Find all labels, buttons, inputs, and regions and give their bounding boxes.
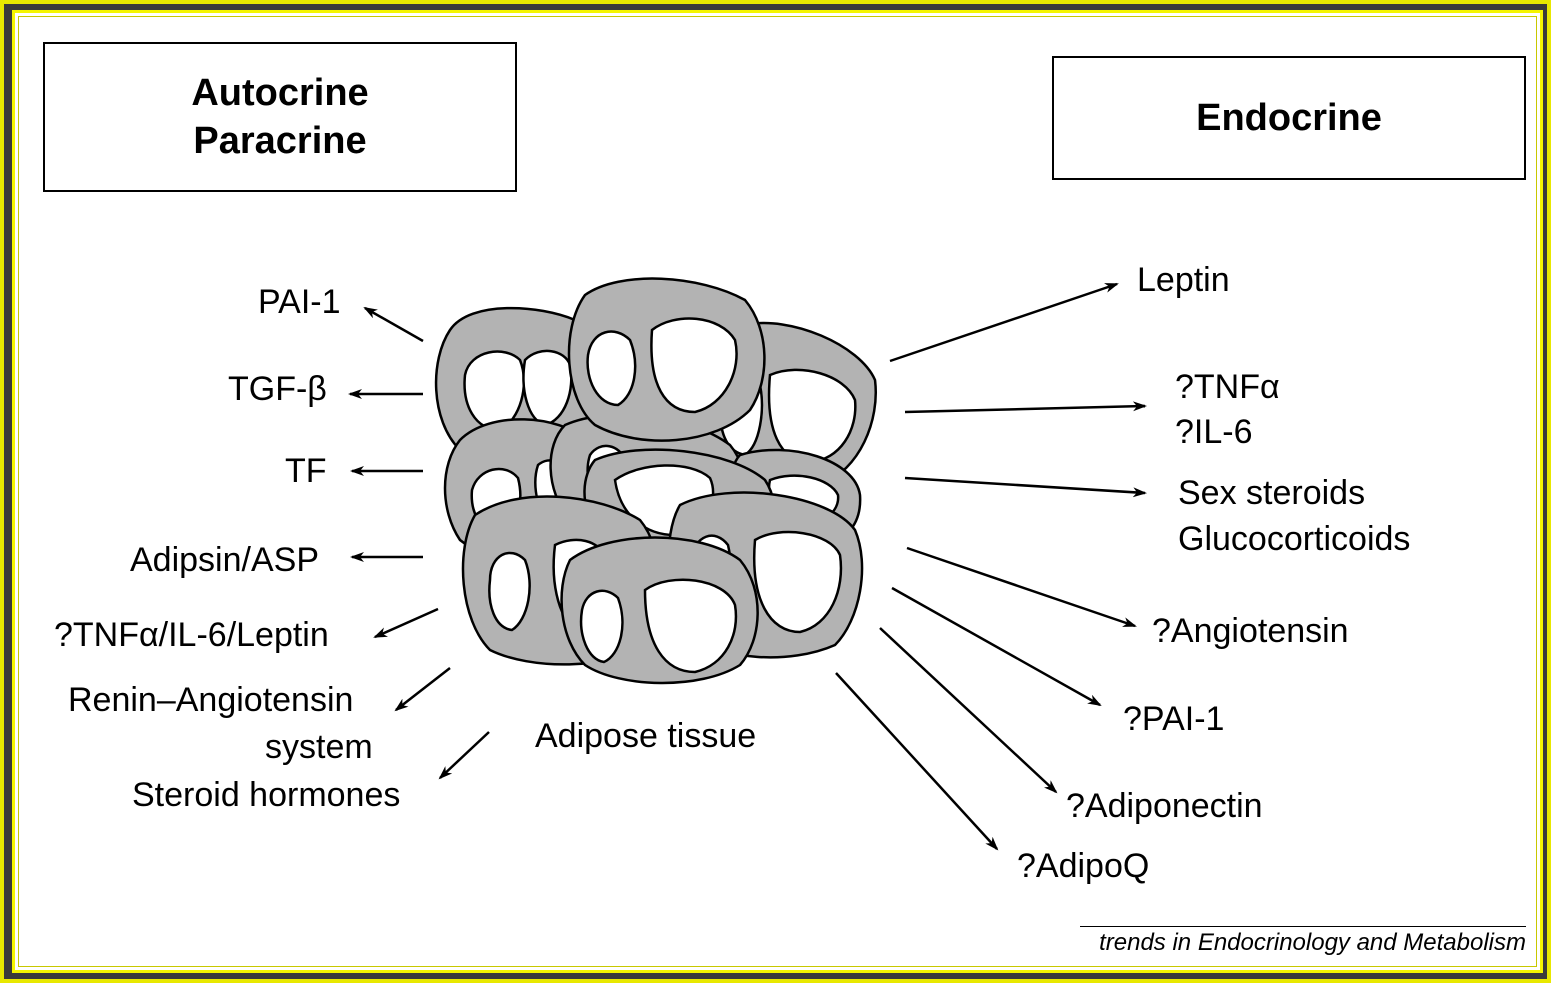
label-renin-angiotensin: Renin–Angiotensin <box>68 683 353 717</box>
adipocyte-cluster <box>436 279 876 683</box>
label-tgf-beta: TGF-β <box>228 372 327 406</box>
arrow-leptin-right <box>890 284 1117 361</box>
label-adipsin-asp: Adipsin/ASP <box>130 543 319 577</box>
label-tf: TF <box>285 454 327 488</box>
label-adipose-tissue: Adipose tissue <box>535 719 756 753</box>
journal-credit: trends in Endocrinology and Metabolism <box>1080 926 1526 957</box>
label-adiponectin: ?Adiponectin <box>1066 789 1263 823</box>
label-renin-system: system <box>265 730 373 764</box>
adipocyte-cell <box>569 279 764 441</box>
right-arrows <box>836 284 1145 849</box>
arrow-steroid-left <box>440 732 489 778</box>
label-sex-steroids: Sex steroids <box>1178 476 1365 510</box>
label-tnf-il6-leptin: ?TNFα/IL-6/Leptin <box>54 618 329 652</box>
label-leptin: Leptin <box>1137 263 1230 297</box>
label-angiotensin: ?Angiotensin <box>1152 614 1349 648</box>
arrow-tnf-il6-leptin-left <box>375 609 438 637</box>
arrow-steroids-right <box>905 478 1145 493</box>
label-adipoq: ?AdipoQ <box>1017 849 1149 883</box>
arrow-adipoq-right <box>836 673 997 849</box>
label-pai1-right: ?PAI-1 <box>1123 702 1224 736</box>
label-glucocorticoids: Glucocorticoids <box>1178 522 1410 556</box>
arrow-pai1-right <box>892 588 1100 705</box>
label-il6: ?IL-6 <box>1175 415 1253 449</box>
arrow-pai1-left <box>365 308 423 341</box>
arrow-adiponectin-right <box>880 628 1056 792</box>
arrow-renin-left <box>396 668 450 710</box>
arrow-tnf-right <box>905 406 1145 412</box>
label-steroid-hormones: Steroid hormones <box>132 778 400 812</box>
label-tnf-alpha: ?TNFα <box>1175 370 1280 404</box>
adipocyte-cell <box>562 538 758 684</box>
label-pai1: PAI-1 <box>258 285 341 319</box>
